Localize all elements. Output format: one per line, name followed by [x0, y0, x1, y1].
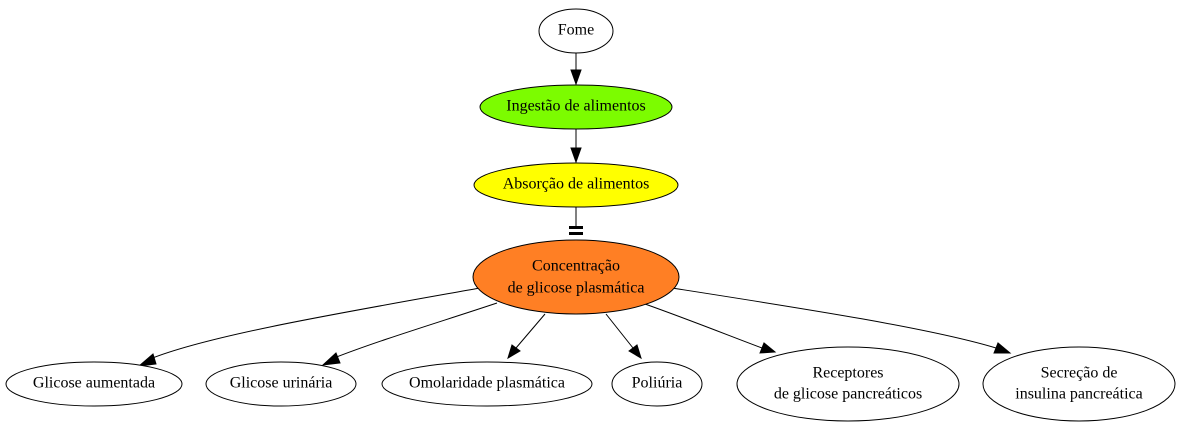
node-concentracao-label-line1: Concentração [532, 258, 620, 275]
arrowhead [507, 344, 521, 360]
node-glicose-urinaria: Glicose urinária [205, 361, 357, 407]
node-fome-label: Fome [558, 22, 594, 39]
node-receptores: Receptores de glicose pancreáticos [736, 346, 960, 422]
node-absorcao-shape [473, 162, 679, 208]
node-poliuria-label: Poliúria [632, 375, 683, 392]
node-secrecao: Secreção de insulina pancreática [982, 346, 1176, 422]
node-glicose-aumentada-label: Glicose aumentada [33, 375, 155, 392]
node-fome-shape [538, 8, 614, 54]
node-ingestao-label: Ingestão de alimentos [506, 98, 646, 115]
node-secrecao-label-line1: Secreção de [1041, 365, 1118, 382]
tee-marker [569, 226, 583, 229]
node-glicose-aumentada: Glicose aumentada [5, 361, 183, 407]
edge-concentracao-to-poliuria [605, 313, 642, 360]
edge-ingestao-to-absorcao [570, 129, 582, 164]
edges [137, 53, 1012, 367]
node-poliuria: Poliúria [611, 361, 703, 407]
node-fome: Fome [538, 8, 614, 54]
edge-concentracao-to-omolaridade [507, 313, 546, 360]
node-receptores-shape [736, 346, 960, 422]
edge-concentracao-to-receptores [644, 303, 777, 354]
node-ingestao-shape [479, 84, 673, 130]
arrowhead [570, 69, 582, 86]
edge-concentracao-to-glicose-urinaria [321, 302, 498, 366]
node-omolaridade-shape [381, 361, 593, 407]
edge-concentracao-to-secrecao [671, 287, 1012, 354]
node-omolaridade: Omolaridade plasmática [381, 361, 593, 407]
edge-absorcao-to-concentracao [569, 207, 583, 235]
arrowhead [321, 352, 341, 366]
node-receptores-label-line1: Receptores [812, 365, 883, 382]
arrowhead [570, 147, 582, 164]
node-absorcao-label: Absorção de alimentos [503, 176, 650, 193]
node-glicose-aumentada-shape [5, 361, 183, 407]
node-glicose-urinaria-shape [205, 361, 357, 407]
edge-concentracao-to-glicose-aumentada [137, 287, 481, 367]
tee-marker [569, 232, 583, 235]
arrowhead [137, 353, 157, 367]
edge-fome-to-ingestao [570, 53, 582, 86]
arrowhead [628, 344, 642, 360]
node-secrecao-label-line2: insulina pancreática [1015, 386, 1143, 403]
node-secrecao-shape [982, 346, 1176, 422]
arrowhead [993, 342, 1012, 354]
node-poliuria-shape [611, 361, 703, 407]
node-concentracao-label-line2: de glicose plasmática [508, 280, 645, 297]
node-ingestao: Ingestão de alimentos [479, 84, 673, 130]
node-concentracao-shape [472, 239, 680, 315]
node-receptores-label-line2: de glicose pancreáticos [774, 386, 922, 403]
node-glicose-urinaria-label: Glicose urinária [230, 375, 333, 392]
node-concentracao: Concentração de glicose plasmática [472, 239, 680, 315]
arrowhead [759, 342, 777, 354]
node-absorcao: Absorção de alimentos [473, 162, 679, 208]
node-omolaridade-label: Omolaridade plasmática [409, 375, 565, 392]
